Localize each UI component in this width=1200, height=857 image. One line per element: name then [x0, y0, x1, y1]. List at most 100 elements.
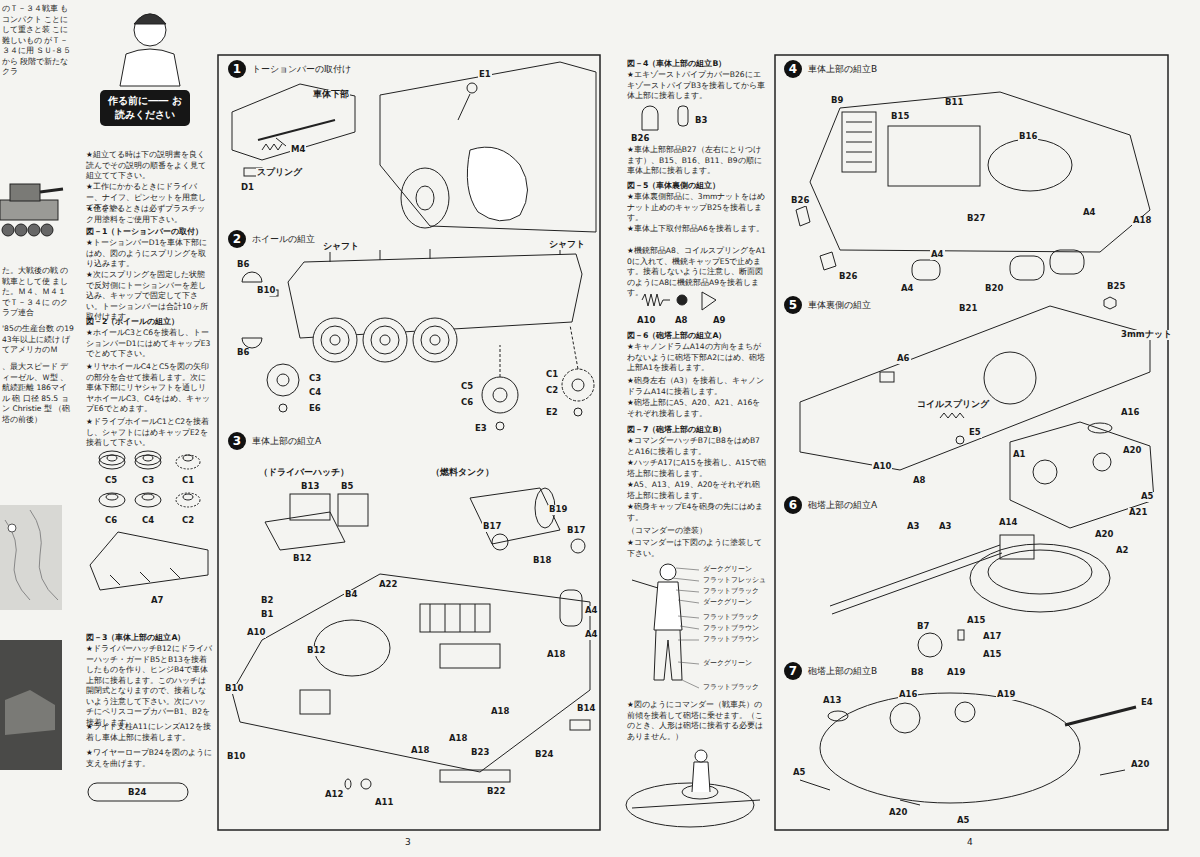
drawing-stroke — [888, 126, 980, 186]
section-heading: 図－2（ホイールの組立） — [86, 316, 212, 327]
drawing-stroke — [300, 690, 330, 714]
drawing-stroke — [267, 364, 299, 396]
part-number: B6 — [236, 348, 250, 358]
part-number: C5 — [460, 382, 474, 392]
drawing-stroke — [800, 780, 830, 790]
drawing-stroke — [120, 49, 180, 86]
drawing-stroke — [642, 294, 670, 306]
drawing-stroke — [475, 604, 476, 632]
instruction-text: '85の生産台数 の1943年以上に続け げてアメリカのＭ — [2, 324, 74, 356]
drawing-stroke — [99, 451, 125, 465]
part-number: B26 — [790, 196, 810, 206]
section-heading: 図－4（車体上部の組立B） — [627, 58, 767, 69]
paint-color-label: ダークグリーン — [702, 659, 753, 667]
part-number: C1 — [181, 476, 195, 486]
part-number: A22 — [378, 580, 398, 590]
instruction-text: ★次にスプリングを固定した状態で反対側にトーションバーを差し込み、キャップで固定… — [86, 270, 212, 323]
part-number: A4 — [900, 284, 915, 294]
part-number: B3 — [694, 116, 708, 126]
drawing-stroke — [970, 544, 1110, 612]
drawing-stroke — [828, 711, 848, 721]
part-number: C3 — [308, 374, 322, 384]
drawing-stroke — [5, 690, 55, 735]
drawing-stroke — [810, 92, 1150, 252]
part-number: B17 — [566, 526, 586, 536]
instruction-text: ★組立てる時は下の説明書を良く読んでその説明の順番をよく見て組立てて下さい。 — [86, 150, 212, 182]
part-number: B6 — [236, 260, 250, 270]
part-number: B27 — [966, 214, 986, 224]
drawing-stroke — [413, 318, 457, 362]
drawing-stroke — [106, 494, 118, 500]
drawing-stroke — [1065, 707, 1136, 725]
part-number: C4 — [141, 516, 155, 526]
drawing-stroke — [99, 493, 125, 507]
drawing-stroke — [796, 206, 810, 226]
sign-text: 作る前に―― お読みください — [106, 94, 184, 122]
drawing-stroke — [562, 369, 594, 401]
part-number: E3 — [474, 424, 488, 434]
drawing-stroke — [820, 693, 1080, 803]
instruction-text: ★トーションバーD1を車体下部にはめ、図のようにスプリングを取り込みます。 — [86, 238, 212, 270]
drawing-stroke — [107, 455, 117, 461]
drawing-stroke — [380, 250, 381, 260]
part-number: B13 — [300, 482, 320, 492]
drawing-stroke — [676, 590, 699, 592]
step-heading: 車体上部の組立B — [806, 63, 879, 76]
drawing-stroke — [571, 539, 585, 553]
drawing-stroke — [570, 720, 590, 730]
paint-color-label: フラットフレッシュ — [702, 576, 767, 584]
drawing-stroke — [313, 318, 357, 362]
part-number: A21 — [1128, 508, 1148, 518]
drawing-stroke — [988, 139, 1072, 191]
drawing-stroke — [88, 783, 188, 801]
section-heading: 図－1（トーションバーの取付） — [86, 226, 212, 237]
drawing-stroke — [242, 338, 262, 348]
drawing-stroke — [678, 616, 699, 618]
paint-color-label: ダークグリーン — [702, 598, 753, 606]
drawing-stroke — [846, 122, 872, 123]
drawing-stroke — [800, 306, 1150, 470]
drawing-stroke — [0, 200, 58, 220]
part-number: C3 — [141, 476, 155, 486]
drawing-stroke — [660, 564, 676, 580]
step-number: 5 — [784, 296, 802, 314]
part-number: B1 — [260, 610, 274, 620]
paint-color-label: ダークグリーン — [702, 565, 753, 573]
instruction-text: ★車体上部部品B27（左右にとりつけます）、B15、B16、B11、B9の順に車… — [627, 145, 767, 177]
paint-color-label: フラットブラック — [702, 587, 760, 595]
instruction-text: ★ライト支柱A11にレンズA12を接着し車体上部に接着します。 — [86, 722, 212, 743]
part-number: A16 — [898, 690, 918, 700]
part-number: E6 — [308, 404, 322, 414]
drawing-stroke — [695, 750, 707, 762]
section-heading: 図－7（砲塔上部の組立B） — [627, 424, 767, 435]
paint-color-label: フラットブラック — [702, 683, 760, 691]
drawing-stroke — [416, 186, 434, 210]
page-number: 3 — [404, 837, 412, 847]
part-number: B12 — [292, 554, 312, 564]
part-number: A20 — [1122, 446, 1142, 456]
drawing-stroke — [258, 120, 335, 140]
part-number: E1 — [478, 70, 492, 80]
step-marker: 3車体上部の組立A — [228, 432, 323, 450]
part-number: B5 — [340, 482, 354, 492]
drawing-stroke — [467, 83, 477, 93]
step-heading: 砲塔上部の組立A — [806, 499, 879, 512]
part-number: A15 — [966, 616, 986, 626]
drawing-stroke — [984, 352, 1036, 404]
drawing-stroke — [262, 144, 282, 150]
part-number: B21 — [958, 304, 978, 314]
instruction-text: ★ドライバーハッチB12にドライバーハッチ・ガードB5とB13を接着したものを作… — [86, 644, 212, 728]
drawing-stroke — [775, 55, 1168, 830]
part-number: B20 — [984, 284, 1004, 294]
drawing-stroke — [918, 633, 942, 657]
instruction-text: ★コマンダーハッチB7にB8をはめB7とA16に接着します。 — [627, 436, 767, 457]
part-number: A3 — [938, 522, 953, 532]
part-number: B14 — [576, 704, 596, 714]
part-number: B24 — [127, 788, 147, 798]
drawing-stroke — [232, 574, 590, 772]
part-number: A17 — [982, 632, 1002, 642]
drawing-stroke — [678, 640, 699, 641]
drawing-stroke — [1104, 297, 1116, 309]
drawing-stroke — [363, 318, 407, 362]
drawing-stroke — [338, 494, 368, 526]
